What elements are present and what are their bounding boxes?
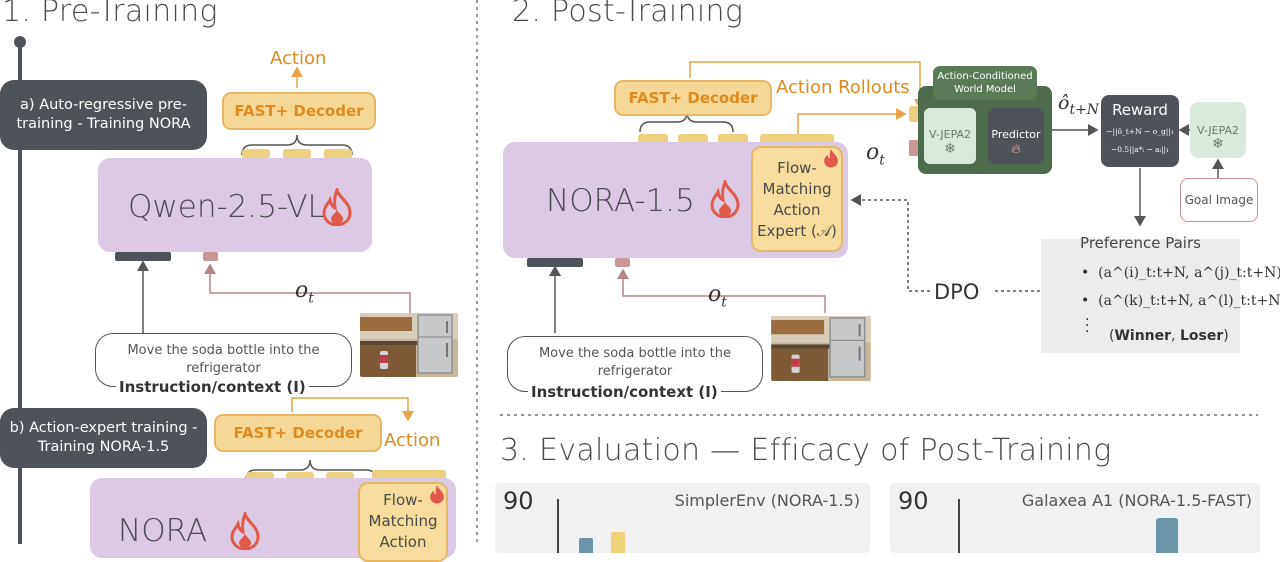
action-label-b: Action <box>384 430 440 451</box>
instruction-token <box>527 258 583 267</box>
action-label: Action <box>270 48 326 69</box>
timeline-dot <box>14 36 26 48</box>
instruction-label: Instruction/context (I) <box>528 383 721 401</box>
observation-token <box>615 258 630 267</box>
observation-symbol: ot <box>708 282 727 310</box>
bar <box>1156 518 1178 553</box>
bar <box>579 538 593 553</box>
galaxea-chart-panel: 90 Galaxea A1 (NORA-1.5-FAST) <box>890 483 1260 553</box>
preference-pair-2: • (a^(k)_t:t+N, a^(l)_t:t+N) <box>1081 293 1280 309</box>
goal-vjepa-box: V-JEPA2 ❄ <box>1190 102 1246 158</box>
chart-title: SimplerEnv (NORA-1.5) <box>675 491 860 510</box>
y-axis-line <box>958 499 960 553</box>
preference-pairs-title: Preference Pairs <box>1041 234 1240 252</box>
bar <box>611 532 625 553</box>
simplerenv-chart-panel: 90 SimplerEnv (NORA-1.5) <box>495 483 870 553</box>
reward-box: Reward −||ô_t+N − o_g||₁ −0.5||a*ᵢ − aᵢ|… <box>1101 95 1179 167</box>
snowflake-icon: ❄ <box>1190 136 1246 152</box>
instruction-label: Instruction/context (I) <box>116 378 309 396</box>
action-rollouts-label: Action Rollouts <box>776 77 910 98</box>
reward-title: Reward <box>1101 101 1179 119</box>
fire-icon <box>320 188 354 226</box>
winner-loser-label: (Winner, Loser) <box>1109 328 1229 344</box>
fire-icon: 🔥︎ <box>988 142 1044 157</box>
fire-icon <box>228 512 262 550</box>
kitchen-image <box>360 313 458 377</box>
y-axis-top-label: 90 <box>898 487 929 515</box>
chart-title: Galaxea A1 (NORA-1.5-FAST) <box>1022 491 1252 510</box>
observation-token <box>203 252 218 261</box>
preference-pairs-box: Preference Pairs • (a^(i)_t:t+N, a^(j)_t… <box>1041 239 1240 353</box>
instruction-box: Move the soda bottle into the refrigerat… <box>95 333 352 387</box>
fast-decoder-box-b: FAST+ Decoder <box>214 414 382 452</box>
world-model-title: Action-Conditioned World Model <box>933 66 1037 100</box>
reward-term-2: −0.5||a*ᵢ − aᵢ||₁ <box>1101 145 1179 154</box>
qwen-model-name: Qwen-2.5-VL <box>128 189 325 225</box>
dpo-label: DPO <box>934 280 979 304</box>
kitchen-image <box>771 316 871 381</box>
posttraining-title: 2. Post-Training <box>512 0 743 29</box>
instruction-text: Move the soda bottle into the refrigerat… <box>508 345 762 381</box>
evaluation-title: 3. Evaluation — Efficacy of Post-Trainin… <box>500 433 1112 468</box>
fire-icon <box>822 148 840 168</box>
preference-pair-1: • (a^(i)_t:t+N, a^(j)_t:t+N) <box>1081 265 1280 281</box>
y-axis-top-label: 90 <box>503 487 534 515</box>
fast-decoder-box: FAST+ Decoder <box>222 92 376 130</box>
observation-symbol: ot <box>866 140 885 168</box>
instruction-token <box>115 252 171 261</box>
nora15-model-name: NORA-1.5 <box>546 183 695 219</box>
pretraining-title: 1. Pre-Training <box>2 0 218 29</box>
vjepa-label: V-JEPA2 <box>924 128 976 141</box>
stage-b-label: b) Action-expert training - Training NOR… <box>0 408 207 468</box>
ellipsis-vertical: ··· <box>1085 317 1089 335</box>
instruction-box-post: Move the soda bottle into the refrigerat… <box>507 336 763 392</box>
y-axis-line <box>557 499 559 553</box>
predictor-box: Predictor 🔥︎ <box>988 108 1044 164</box>
snowflake-icon: ❄ <box>924 141 976 157</box>
fast-decoder-box-post: FAST+ Decoder <box>614 80 772 116</box>
instruction-text: Move the soda bottle into the refrigerat… <box>96 342 351 378</box>
fire-icon <box>708 180 742 218</box>
predicted-observation-symbol: ôt+N <box>1058 92 1099 118</box>
reward-term-1: −||ô_t+N − o_g||₁ <box>1101 127 1179 136</box>
predictor-label: Predictor <box>988 128 1044 141</box>
vjepa-box: V-JEPA2 ❄ <box>924 108 976 164</box>
stage-a-label: a) Auto-regressive pre-training - Traini… <box>0 80 207 150</box>
observation-symbol: ot <box>295 278 314 306</box>
goal-image-box: Goal Image <box>1180 178 1258 222</box>
fire-icon <box>428 484 446 504</box>
